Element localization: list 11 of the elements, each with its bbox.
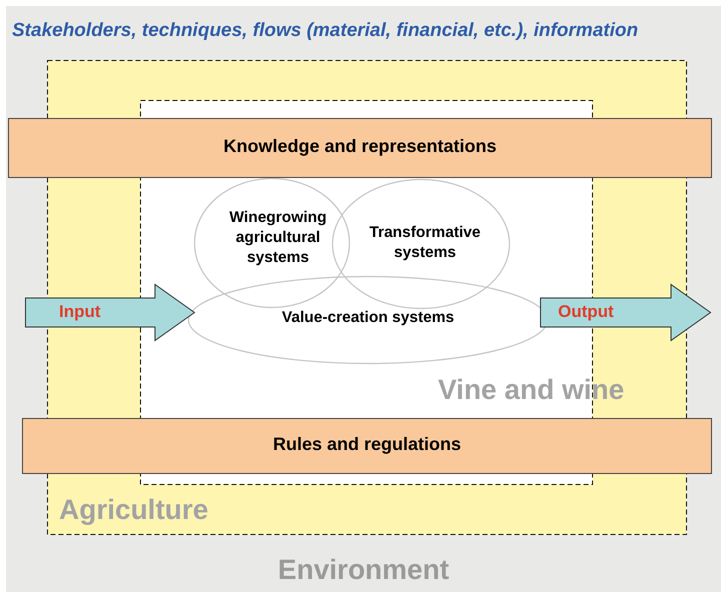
node-label: Vine and wine [438,374,624,406]
node-label: Environment [276,554,450,586]
node-label: Value-creation systems [280,309,456,327]
node-label: Input [59,302,101,322]
node-label: Agriculture [59,494,208,526]
node-label: Output [558,302,614,322]
node-label: Rules and regulations [272,434,462,455]
node-label: Knowledge and representations [222,136,498,157]
node-label: Transformative systems [368,223,482,263]
node-label: Winegrowing agricultural systems [228,208,328,268]
title: Stakeholders, techniques, flows (material, financial, etc.), information [12,20,638,42]
